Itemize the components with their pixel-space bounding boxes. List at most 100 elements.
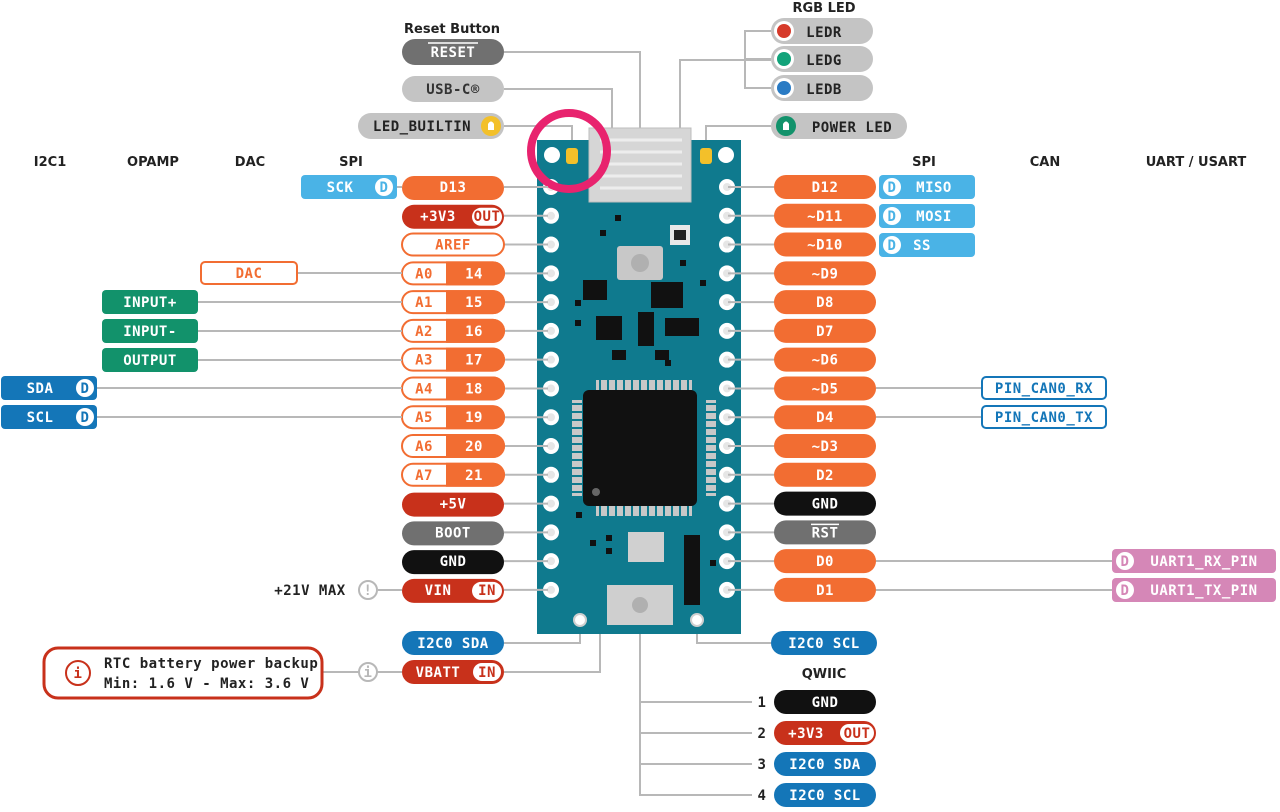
left-pin-3: AREF xyxy=(401,232,548,257)
mounting-hole xyxy=(718,147,734,163)
pin-label: A3 xyxy=(415,353,433,369)
output-text: OUTPUT xyxy=(123,353,177,369)
power-led-icon xyxy=(700,148,712,164)
uart-rx-label: D UART1_RX_PIN xyxy=(876,549,1276,573)
rtc-line1: RTC battery power backup xyxy=(104,656,318,672)
scl-text: SCL xyxy=(27,410,54,426)
right-pin-15: D1 xyxy=(728,577,876,602)
right-pin-14: D0 xyxy=(728,549,876,574)
usb-c-text: USB-C® xyxy=(426,82,480,98)
header-dac: DAC xyxy=(235,155,265,170)
header-i2c1: I2C1 xyxy=(34,155,66,170)
left-pin-12: +5V xyxy=(402,492,548,517)
vbatt-text: VBATT xyxy=(416,665,461,681)
qwiic-pin-label: +3V3 xyxy=(788,726,824,742)
pin-label: D0 xyxy=(816,554,834,570)
qwiic-pin-number: 3 xyxy=(758,757,767,773)
uart-rx-text: UART1_RX_PIN xyxy=(1150,554,1257,570)
right-pin-13: RST xyxy=(728,520,876,545)
i2c0-sda-label: I2C0 SDA xyxy=(402,631,504,655)
reset-text: RESET xyxy=(431,45,476,61)
scl-label: SCL D xyxy=(1,405,402,429)
pin-label: GND xyxy=(440,554,467,570)
pin-label: ~D10 xyxy=(807,238,843,254)
pin-label: D8 xyxy=(816,295,834,311)
highlight-ring xyxy=(527,109,611,193)
qwiic-pin-number: 4 xyxy=(758,788,767,804)
pin-number: 14 xyxy=(465,266,483,282)
can-tx-label: PIN_CAN0_TX xyxy=(876,405,1107,429)
pin-label: GND xyxy=(812,497,839,513)
pin-number: 20 xyxy=(465,439,483,455)
green-led-icon xyxy=(777,52,791,66)
right-pin-2: ~D11 xyxy=(728,203,876,228)
pin-tag: OUT xyxy=(474,209,501,225)
miso-text: MISO xyxy=(916,180,952,196)
vbatt-label: VBATT IN xyxy=(402,660,504,684)
sda-label: SDA D xyxy=(1,376,402,400)
sck-text: SCK xyxy=(327,180,354,196)
pin-label: ~D11 xyxy=(807,209,843,225)
pin-label: ~D9 xyxy=(812,266,839,282)
led-builtin-icon xyxy=(566,148,578,164)
right-pin-8: ~D5 xyxy=(728,376,876,401)
uart-tx-label: D UART1_TX_PIN xyxy=(876,578,1276,602)
pin-label: D12 xyxy=(812,180,839,196)
pin-label: A5 xyxy=(415,410,433,426)
blue-led-icon xyxy=(777,81,791,95)
pin-number: 16 xyxy=(465,324,483,340)
qwiic-pin-label: GND xyxy=(812,695,839,711)
header-uart: UART / USART xyxy=(1146,155,1247,170)
pin-number: 17 xyxy=(465,353,483,369)
ledr-label: LEDR xyxy=(771,18,873,44)
pin-label: D7 xyxy=(816,324,834,340)
microcontroller-chip xyxy=(583,390,697,506)
pin-number: 21 xyxy=(465,468,483,484)
qwiic-pin-number: 1 xyxy=(758,695,767,711)
header-qwiic: QWIIC xyxy=(802,667,847,682)
can-rx-text: PIN_CAN0_RX xyxy=(995,381,1093,397)
pin-label: D2 xyxy=(816,468,834,484)
header-spi-right: SPI xyxy=(912,155,936,170)
ss-text: SS xyxy=(913,238,931,254)
pin-label: ~D6 xyxy=(812,353,839,369)
right-pin-1: D12 xyxy=(728,175,876,199)
d-badge: D xyxy=(888,238,897,254)
pin-label: ~D3 xyxy=(812,439,839,455)
right-pin-6: D7 xyxy=(728,318,876,343)
right-pin-column: D12~D11~D10~D9D8D7~D6~D5D4~D3D2GNDRSTD0D… xyxy=(728,175,876,602)
pin-label: ~D5 xyxy=(812,381,839,397)
input-plus-text: INPUT+ xyxy=(123,295,177,311)
pin-label: VIN xyxy=(425,583,452,599)
uart-tx-text: UART1_TX_PIN xyxy=(1150,583,1257,599)
pin-label: AREF xyxy=(435,238,471,254)
d-badge: D xyxy=(81,381,90,397)
reset-label: RESET xyxy=(402,39,504,65)
ledg-label: LEDG xyxy=(771,46,873,72)
left-pin-11: A7 21 xyxy=(401,462,548,487)
ledb-text: LEDB xyxy=(806,82,842,98)
pin-label: BOOT xyxy=(435,525,471,541)
can-tx-text: PIN_CAN0_TX xyxy=(995,410,1093,426)
ledb-label: LEDB xyxy=(771,75,873,101)
i2c0-sda-text: I2C0 SDA xyxy=(417,636,489,652)
header-rgb-led: RGB LED xyxy=(792,1,855,16)
ledg-text: LEDG xyxy=(806,53,842,69)
pin-tag: IN xyxy=(478,583,496,599)
right-pin-12: GND xyxy=(728,491,876,516)
pin-label: A7 xyxy=(415,468,433,484)
svg-text:!: ! xyxy=(364,583,373,599)
right-pin-4: ~D9 xyxy=(728,261,876,286)
warning-icon xyxy=(358,580,378,600)
dac-text: DAC xyxy=(236,266,263,282)
usb-c-label: USB-C® xyxy=(402,76,504,102)
